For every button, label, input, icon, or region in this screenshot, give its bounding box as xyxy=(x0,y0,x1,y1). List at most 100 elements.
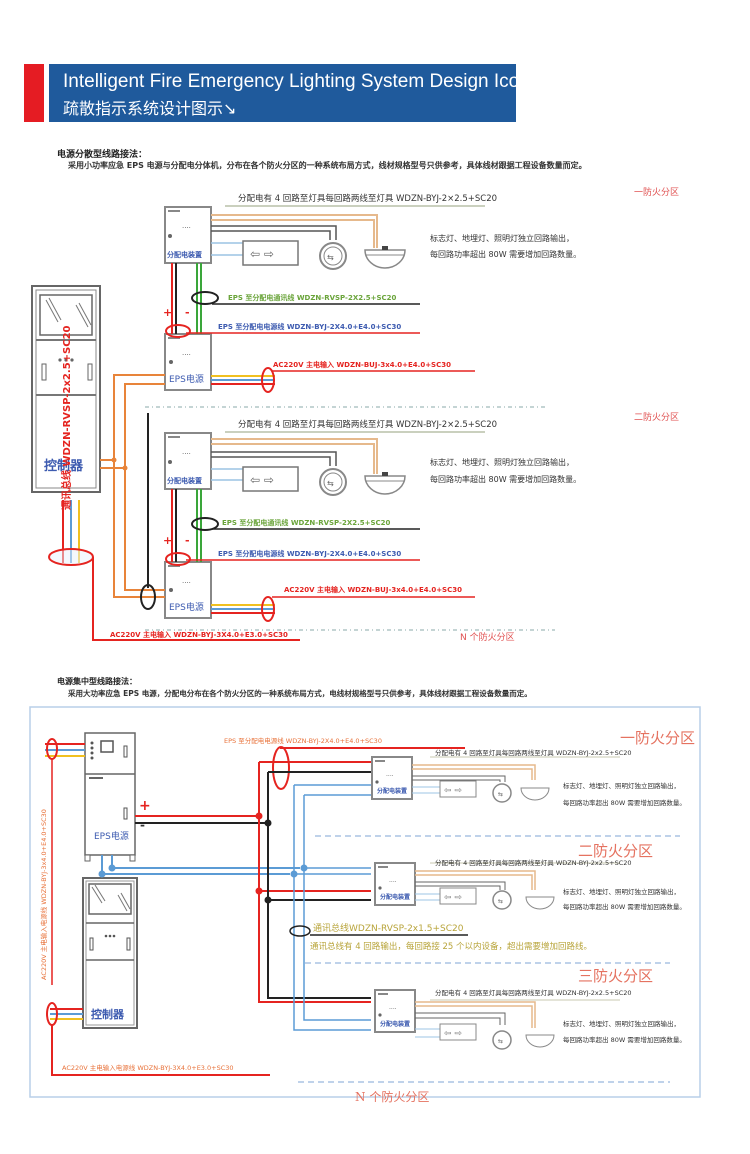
ceiling-light-icon xyxy=(364,246,406,269)
distributor-label: 分配电装置 xyxy=(167,477,202,485)
controller-cabinet xyxy=(82,877,138,1029)
distributor-box-2: ···· xyxy=(374,862,416,906)
controller-ac-input-label: AC220V 主电输入电源线 WDZN-BYJ-3X4.0+E3.0+SC30 xyxy=(62,1064,234,1072)
svg-text:⇆: ⇆ xyxy=(327,479,334,488)
header-banner xyxy=(49,64,516,122)
svg-text:····: ···· xyxy=(182,351,191,359)
zone2-comm-line-label: EPS 至分配电通讯线 WDZN-RVSP-2X2.5+SC20 xyxy=(222,519,391,527)
zone2-note-line2: 每回路功率超出 80W 需要增加回路数量。 xyxy=(430,475,582,484)
controller-label: 控制器 xyxy=(44,459,84,474)
zone1-note-line2: 每回路功率超出 80W 需要增加回路数量。 xyxy=(563,799,686,807)
distributor-label: 分配电装置 xyxy=(167,251,202,259)
minus-sign: - xyxy=(185,306,190,319)
svg-text:····: ···· xyxy=(389,1006,397,1013)
zone1-branch-wires xyxy=(211,205,485,256)
svg-text:····: ···· xyxy=(389,879,397,886)
zone1-branch-line-label: 分配电有 4 回路至灯具每回路两线至灯具 WDZN-BYJ-2x2.5+SC20 xyxy=(435,749,632,757)
eps-cabinet xyxy=(84,732,136,862)
zone2-ac-input-label: AC220V 主电输入 WDZN-BUJ-3x4.0+E4.0+SC30 xyxy=(284,586,462,594)
vertical-ac-input-label: AC220V 主电输入电源线 WDZN-BYJ-3x4.0+E4.0+SC30 xyxy=(40,809,48,980)
header-title-cn: 疏散指示系统设计图示↘ xyxy=(63,99,237,118)
distributor-box-1: ···· xyxy=(371,756,413,800)
main-ac-input-label: AC220V 主电输入 WDZN-BYJ-3X4.0+E3.0+SC30 xyxy=(110,631,288,639)
exit-sign-icon: ⇦ ⇨ xyxy=(242,466,299,492)
zone2-branch-wires: ⇦ ⇨ ⇆ xyxy=(415,862,620,910)
controller-ac-input-wires xyxy=(46,1002,270,1076)
svg-text:⇆: ⇆ xyxy=(498,1038,503,1045)
distributor-label: 分配电装置 xyxy=(380,1021,411,1028)
bus-vertical-label: 通讯总线 WDZN-RVSP-2x2.5+SC20 xyxy=(62,325,73,511)
zone1-branch-wires: ⇦ ⇨ ⇆ xyxy=(412,756,620,803)
section1-title: 电源分散型线路接法： xyxy=(57,150,148,160)
power-trunk xyxy=(255,746,465,1003)
zone3-branch-wires: ⇦ ⇨ ⇆ xyxy=(415,999,620,1050)
eps-label: EPS电源 xyxy=(169,603,204,613)
plus-sign: + xyxy=(163,534,173,547)
distributed-wiring-diagram: ···· ···· ···· ···· ⇦ ⇨ ⇆ xyxy=(31,205,555,641)
svg-text:⇦ ⇨: ⇦ ⇨ xyxy=(444,786,462,796)
controller-ac-input-wires xyxy=(48,500,300,641)
minus-sign: - xyxy=(185,534,190,547)
diagram-frame xyxy=(29,706,701,1098)
controller-label: 控制器 xyxy=(91,1008,124,1021)
svg-text:⇦ ⇨: ⇦ ⇨ xyxy=(250,247,274,261)
zone1-ac-input-label: AC220V 主电输入 WDZN-BUJ-3x4.0+E4.0+SC30 xyxy=(273,361,451,369)
plus-sign: + xyxy=(139,798,151,814)
distributor-label: 分配电装置 xyxy=(380,894,411,901)
zone2-branch-wires xyxy=(211,431,485,481)
comm-bus-label: 通讯总线WDZN-RVSP-2x1.5+SC20 xyxy=(313,924,464,934)
header-accent-bar xyxy=(24,64,44,122)
svg-text:⇆: ⇆ xyxy=(498,791,503,798)
zone1-note-line1: 标志灯、地埋灯、照明灯独立回路输出， xyxy=(563,782,680,790)
svg-text:····: ···· xyxy=(182,224,191,232)
zone1-note-line2: 每回路功率超出 80W 需要增加回路数量。 xyxy=(430,250,582,259)
zone-label-n: N 个防火分区 xyxy=(355,1090,430,1104)
controller-bus-wires xyxy=(100,374,165,610)
negative-trunk xyxy=(264,771,371,999)
zone-label-1: 一防火分区 xyxy=(634,188,680,198)
header-title-en: Intelligent Fire Emergency Lighting Syst… xyxy=(63,71,530,92)
zone2-note-line1: 标志灯、地埋灯、照明灯独立回路输出， xyxy=(563,888,680,896)
zone-label-n: N 个防火分区 xyxy=(460,633,515,643)
zone-label-2: 二防火分区 xyxy=(578,842,654,860)
section1-description: 采用小功率应急 EPS 电源与分配电分体机，分布在各个防火分区的一种系统布局方式… xyxy=(68,161,587,170)
zone3-note-line1: 标志灯、地埋灯、照明灯独立回路输出， xyxy=(563,1020,680,1028)
comm-bus-note: 通讯总线有 4 回路输出，每回路接 25 个以内设备，超出需要增加回路线。 xyxy=(310,942,593,952)
zone2-eps-wires xyxy=(165,489,475,622)
eps-label: EPS电源 xyxy=(169,375,204,385)
zone1-branch-line-label: 分配电有 4 回路至灯具每回路两线至灯具 WDZN-BYJ-2×2.5+SC20 xyxy=(238,194,498,204)
eps-power-line-label: EPS 至分配电电源线 WDZN-BYJ-2X4.0+E4.0+SC30 xyxy=(224,737,382,745)
minus-sign: - xyxy=(140,818,145,832)
zone-label-1: 一防火分区 xyxy=(620,729,696,747)
floor-light-icon: ⇆ xyxy=(319,242,347,270)
distributor-box-1: ···· xyxy=(164,206,212,264)
svg-text:⇆: ⇆ xyxy=(327,253,334,262)
svg-text:····: ···· xyxy=(182,450,191,458)
controller-cabinet xyxy=(31,285,101,493)
svg-text:⇦ ⇨: ⇦ ⇨ xyxy=(444,1029,462,1039)
distributor-box-2: ···· xyxy=(164,432,212,490)
zone3-branch-line-label: 分配电有 4 回路至灯具每回路两线至灯具 WDZN-BYJ-2x2.5+SC20 xyxy=(435,989,632,997)
zone1-comm-line-label: EPS 至分配电通讯线 WDZN-RVSP-2X2.5+SC20 xyxy=(228,294,397,302)
plus-sign: + xyxy=(163,306,173,319)
zone1-note-line1: 标志灯、地埋灯、照明灯独立回路输出， xyxy=(430,234,574,243)
zone-label-3: 三防火分区 xyxy=(578,967,654,985)
distributor-box-3: ···· xyxy=(374,989,416,1033)
exit-sign-icon: ⇦ ⇨ xyxy=(242,240,299,266)
distributor-label: 分配电装置 xyxy=(377,788,408,795)
eps-power-box-2: ···· xyxy=(164,561,212,619)
zone2-power-line-label: EPS 至分配电电源线 WDZN-BYJ-2X4.0+E4.0+SC30 xyxy=(218,550,402,558)
svg-text:····: ···· xyxy=(386,773,394,780)
zone2-note-line2: 每回路功率超出 80W 需要增加回路数量。 xyxy=(563,903,686,911)
zone2-branch-line-label: 分配电有 4 回路至灯具每回路两线至灯具 WDZN-BYJ-2×2.5+SC20 xyxy=(238,420,498,430)
floor-light-icon: ⇆ xyxy=(319,468,347,496)
zone2-note-line1: 标志灯、地埋灯、照明灯独立回路输出， xyxy=(430,458,574,467)
zone1-power-line-label: EPS 至分配电电源线 WDZN-BYJ-2X4.0+E4.0+SC30 xyxy=(218,323,402,331)
centralized-wiring-diagram: ···· ···· ···· ⇦ ⇨ ⇆ ⇦ ⇨ ⇆ xyxy=(29,706,701,1098)
zone2-branch-line-label: 分配电有 4 回路至灯具每回路两线至灯具 WDZN-BYJ-2x2.5+SC20 xyxy=(435,859,632,867)
svg-text:⇦ ⇨: ⇦ ⇨ xyxy=(444,893,462,903)
zone-label-2: 二防火分区 xyxy=(634,413,680,423)
ceiling-light-icon xyxy=(364,472,406,495)
zone1-eps-wires xyxy=(165,263,475,393)
comm-bus-trunk xyxy=(289,784,468,1031)
